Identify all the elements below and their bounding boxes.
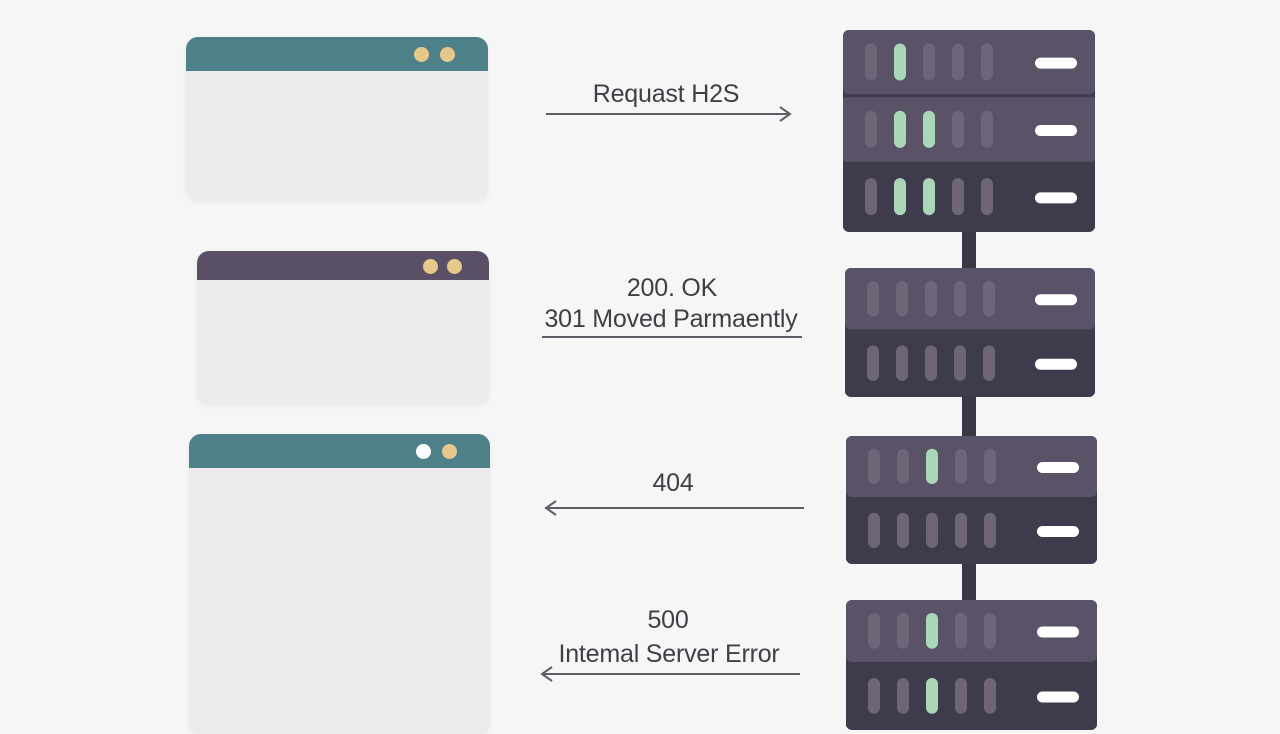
drive-handle-icon [1035,358,1077,370]
server-rack-3 [846,436,1097,564]
rack-connector [962,562,976,602]
status-led-icon [867,280,879,317]
response-underline-icon [542,336,802,338]
status-led-icon [981,43,993,81]
not-found-label: 404 [652,469,694,497]
status-led-green-icon [926,678,938,714]
status-led-icon [868,678,880,714]
status-led-icon [954,345,966,381]
status-led-icon [926,512,938,548]
window-dot-icon [440,47,455,62]
status-led-icon [955,678,967,714]
server-rack-1 [843,30,1095,232]
drive-handle-icon [1037,526,1079,537]
server-rack-2 [845,268,1095,397]
drive-handle-icon [1035,192,1077,204]
server-unit [845,268,1095,330]
titlebar [189,434,490,468]
status-led-icon [865,178,877,216]
status-led-icon [868,512,880,548]
status-led-icon [954,280,966,317]
status-led-icon [984,613,996,649]
status-led-icon [896,345,908,381]
browser-window-2 [197,251,489,404]
status-led-icon [983,280,995,317]
rack-connector [962,230,976,270]
server-unit [846,500,1097,561]
status-led-icon [984,512,996,548]
server-unit [846,600,1097,662]
redirect-label: 301 Moved Parmaently [544,305,798,333]
status-led-green-icon [923,178,935,216]
status-led-icon [984,678,996,714]
window-dot-icon [414,47,429,62]
server-unit [846,436,1097,497]
status-led-icon [897,678,909,714]
titlebar [186,37,488,71]
drive-handle-icon [1035,294,1077,306]
drive-handle-icon [1035,125,1077,136]
status-led-icon [955,613,967,649]
error-text-label: Intemal Server Error [558,640,780,668]
status-led-icon [896,280,908,317]
status-led-icon [868,613,880,649]
status-led-green-icon [894,43,906,81]
status-led-icon [897,613,909,649]
status-led-icon [955,512,967,548]
not-found-arrow-icon [544,500,804,516]
status-led-icon [865,43,877,81]
browser-window-3 [189,434,490,734]
drive-handle-icon [1037,691,1079,703]
status-led-green-icon [894,178,906,216]
status-led-icon [925,280,937,317]
status-led-icon [981,110,993,148]
status-led-icon [867,345,879,381]
server-unit [843,30,1095,95]
error-code-label: 500 [647,606,689,634]
status-led-icon [952,110,964,148]
status-led-green-icon [923,110,935,148]
drive-handle-icon [1037,626,1079,638]
window-dot-icon [447,259,462,274]
status-led-icon [923,43,935,81]
status-led-icon [952,43,964,81]
status-led-icon [865,110,877,148]
status-led-icon [897,512,909,548]
server-unit [843,164,1095,229]
window-dot-icon [442,444,457,459]
browser-window-1 [186,37,488,200]
status-led-icon [984,448,996,484]
titlebar [197,251,489,280]
request-arrow-icon [546,106,792,122]
drive-handle-icon [1035,57,1077,69]
status-led-icon [868,448,880,484]
status-led-icon [925,345,937,381]
server-unit [845,332,1095,394]
error-arrow-icon [540,666,800,682]
status-led-icon [897,448,909,484]
window-dot-icon [416,444,431,459]
status-led-icon [955,448,967,484]
server-rack-4 [846,600,1097,730]
window-dot-icon [423,259,438,274]
rack-connector [962,395,976,437]
status-led-icon [983,345,995,381]
server-unit [846,665,1097,727]
status-led-green-icon [926,613,938,649]
server-unit [843,97,1095,162]
request-label: Requast H2S [592,80,740,108]
status-led-green-icon [894,110,906,148]
status-led-icon [952,178,964,216]
ok-label: 200. OK [626,274,718,302]
drive-handle-icon [1037,462,1079,473]
status-led-icon [981,178,993,216]
status-led-green-icon [926,448,938,484]
